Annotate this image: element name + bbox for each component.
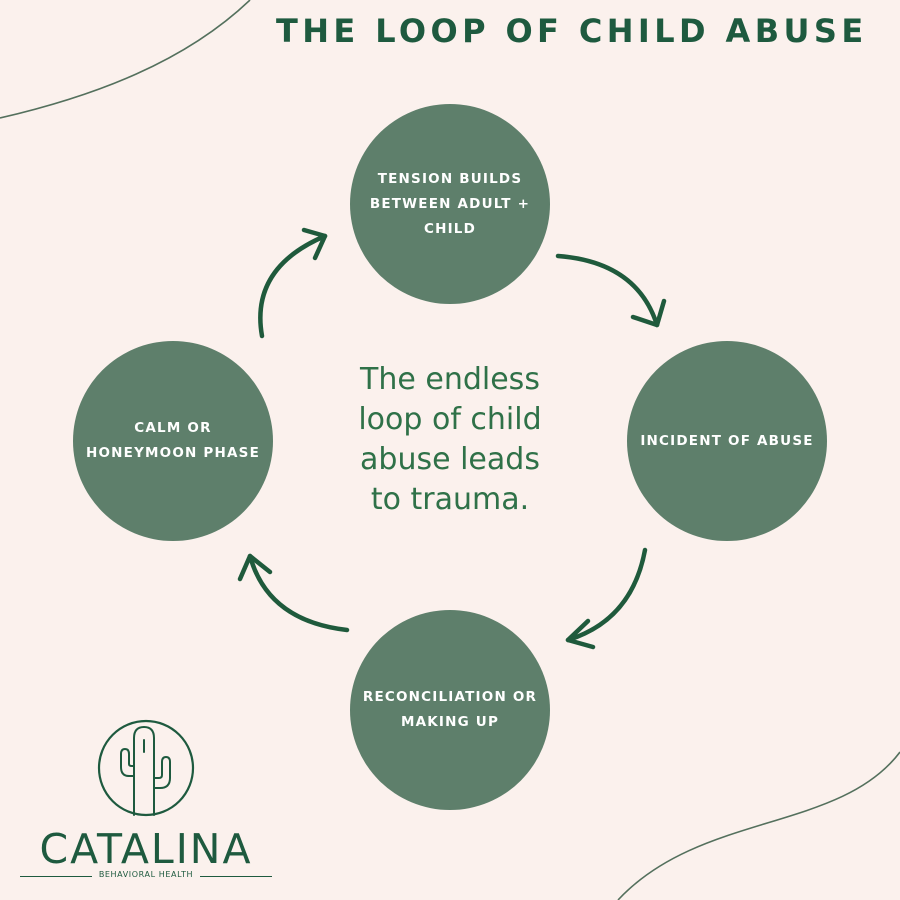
arrow-left-to-top-icon — [258, 227, 328, 339]
arrow-top-to-right-icon — [555, 253, 667, 328]
cycle-stage-incident: INCIDENT OF ABUSE — [627, 341, 827, 541]
cycle-stage-tension-label: TENSION BUILDS BETWEEN ADULT + CHILD — [369, 170, 531, 237]
cycle-stage-reconciliation-label: RECONCILIATION OR MAKING UP — [362, 689, 538, 730]
cycle-stage-calm-label: CALM OR HONEYMOON PHASE — [85, 420, 261, 461]
cactus-icon — [97, 719, 195, 817]
arrow-bottom-to-left-icon — [237, 553, 350, 633]
cycle-stage-calm: CALM OR HONEYMOON PHASE — [73, 341, 273, 541]
logo-tagline: BEHAVIORAL HEALTH — [98, 870, 194, 879]
cycle-stage-reconciliation: RECONCILIATION OR MAKING UP — [350, 610, 550, 810]
top-left-curve — [0, 0, 251, 119]
logo-rule-right — [200, 876, 272, 877]
logo-rule-left — [20, 876, 92, 877]
catalina-logo: CATALINA BEHAVIORAL HEALTH — [18, 718, 274, 886]
page-title: THE LOOP OF CHILD ABUSE — [276, 12, 868, 50]
cycle-stage-incident-label: INCIDENT OF ABUSE — [640, 432, 814, 449]
arrow-right-to-bottom-icon — [565, 547, 648, 650]
logo-wordmark: CATALINA — [39, 825, 253, 873]
center-message: The endless loop of child abuse leads to… — [358, 362, 542, 517]
cycle-stage-tension: TENSION BUILDS BETWEEN ADULT + CHILD — [350, 104, 550, 304]
bottom-right-curve — [617, 751, 900, 900]
